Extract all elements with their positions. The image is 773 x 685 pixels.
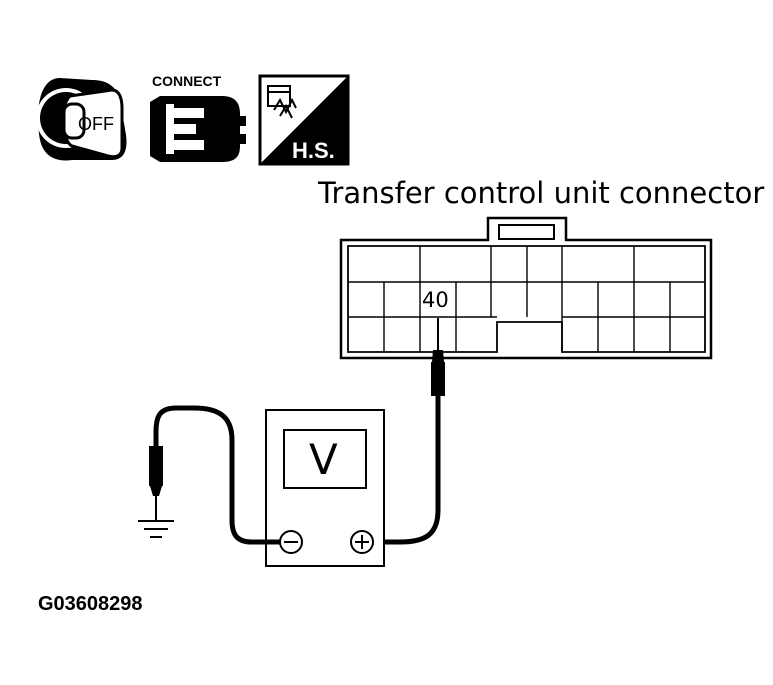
positive-lead-wire bbox=[378, 396, 441, 545]
harness-side-icon: H.S. bbox=[258, 74, 350, 166]
figure-code: G03608298 bbox=[38, 593, 143, 615]
connector-title: Transfer control unit connector bbox=[317, 176, 764, 210]
pin-40-label: 40 bbox=[422, 288, 449, 312]
negative-probe bbox=[149, 446, 163, 520]
harness-side-label: H.S. bbox=[292, 138, 335, 163]
voltmeter-display bbox=[283, 429, 367, 489]
positive-terminal bbox=[350, 530, 374, 554]
connector-icon: CONNECT bbox=[150, 73, 246, 162]
voltmeter: V bbox=[265, 409, 385, 567]
ignition-key-icon: OFF bbox=[36, 78, 127, 161]
connect-label: CONNECT bbox=[152, 73, 222, 89]
negative-lead-wire bbox=[153, 405, 280, 545]
negative-terminal bbox=[279, 530, 303, 554]
voltmeter-unit-label: V bbox=[309, 435, 338, 484]
positive-probe bbox=[431, 318, 445, 396]
connector-face bbox=[339, 216, 713, 360]
ignition-off-label: OFF bbox=[78, 114, 114, 134]
ground-icon bbox=[138, 520, 174, 538]
